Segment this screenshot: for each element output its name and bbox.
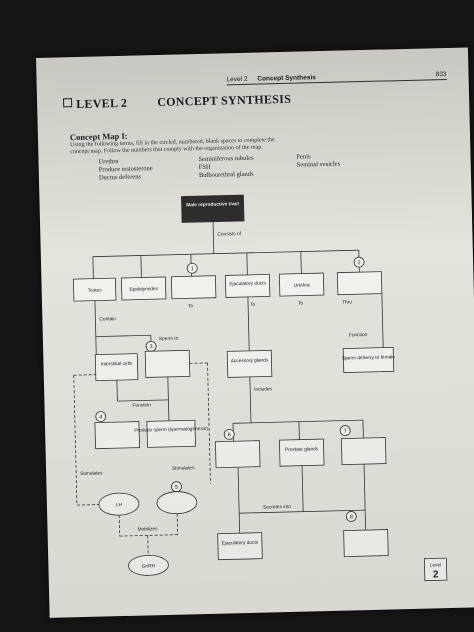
number-4: 4 <box>99 414 102 420</box>
produce-sperm-label: Produce sperm (spermatogenesis) <box>134 426 208 434</box>
blank-ellipse <box>156 491 198 515</box>
connector <box>92 256 94 279</box>
epididymides-node <box>120 276 167 301</box>
includes-label: Includes <box>254 386 273 392</box>
blank-node <box>336 271 383 296</box>
connector <box>95 334 151 338</box>
mobilizes-label: Mobilizes <box>137 526 158 533</box>
level-badge <box>423 557 448 582</box>
connector <box>300 251 302 274</box>
to-label: To <box>250 302 256 308</box>
sperm-delivery-node <box>342 346 395 373</box>
number-8: 8 <box>350 514 353 520</box>
urethra-label: Urethra <box>294 282 310 288</box>
dashed-connector <box>118 515 121 537</box>
number-3: 3 <box>149 344 152 350</box>
number-2: 2 <box>358 260 361 266</box>
number-circle <box>353 256 365 268</box>
gnrh-label: GnRH <box>142 563 156 569</box>
blank-node <box>94 421 140 450</box>
testes-label: Testes <box>88 287 103 293</box>
ejaculatory-ducts-label: Ejaculatory ducts <box>229 280 266 287</box>
function-label: Function <box>132 402 151 408</box>
dashed-connector <box>119 534 178 537</box>
connector <box>140 255 142 278</box>
root-node <box>181 194 245 223</box>
function-label: Function <box>349 332 368 338</box>
stimulates-label: Stimulates <box>172 465 195 472</box>
ejaculatory-ducts-label: Ejaculatory ducts <box>222 540 259 547</box>
sperm-to-label: Sperm to <box>159 336 179 342</box>
consists-of-label: Consists of <box>217 231 242 238</box>
number-circle <box>223 428 235 440</box>
interstitial-cells-label: Interstitial cells <box>101 361 133 368</box>
dashed-connector <box>176 513 179 535</box>
ejaculatory-ducts-node <box>217 532 263 561</box>
connector <box>232 419 363 424</box>
blank-node <box>340 437 387 466</box>
blank-node <box>144 349 191 378</box>
dashed-connector <box>207 362 211 484</box>
level-badge-text: Level <box>430 562 442 568</box>
sperm-delivery-label: Sperm delivery to female <box>342 354 396 361</box>
gnrh-node <box>128 554 169 576</box>
blank-node <box>215 440 261 469</box>
to-label: To <box>298 301 304 307</box>
connector <box>249 376 252 423</box>
concept-map: Male reproductive tract Consists of 1 2 … <box>73 194 448 582</box>
connector <box>247 296 250 351</box>
secretes-into-label: Secretes into <box>263 504 291 511</box>
contain-label: Contain <box>99 316 116 322</box>
number-circle <box>186 262 198 274</box>
number-6: 6 <box>228 432 231 438</box>
connector <box>239 509 366 514</box>
number-1: 1 <box>191 266 194 272</box>
connector <box>246 252 248 275</box>
thru-label: Thru <box>342 299 352 305</box>
connector <box>363 464 367 531</box>
level-badge-number: 2 <box>433 569 439 580</box>
lh-label: LH <box>116 502 123 508</box>
prostate-label: Prostate glands <box>285 446 319 453</box>
connector <box>381 293 384 348</box>
dashed-connector <box>73 374 96 376</box>
connector <box>117 399 169 402</box>
number-circle <box>339 425 351 436</box>
blank-node <box>170 275 217 300</box>
accessory-glands-label: Accessory glands <box>231 357 269 364</box>
number-circle <box>95 411 107 422</box>
connector <box>212 221 215 254</box>
number-7: 7 <box>344 429 347 435</box>
connector <box>116 380 118 402</box>
number-circle <box>345 511 357 522</box>
connector <box>301 465 304 512</box>
number-5: 5 <box>175 485 178 491</box>
connector <box>92 249 359 258</box>
urethra-node <box>278 272 325 297</box>
epididymides-label: Epididymides <box>129 286 158 293</box>
dashed-connector <box>73 375 78 506</box>
to-label: To <box>188 303 194 309</box>
root-label: Male reproductive tract <box>186 201 239 208</box>
produce-sperm-node <box>146 419 196 448</box>
stimulates-label: Stimulates <box>80 470 103 477</box>
blank-node <box>343 529 389 558</box>
